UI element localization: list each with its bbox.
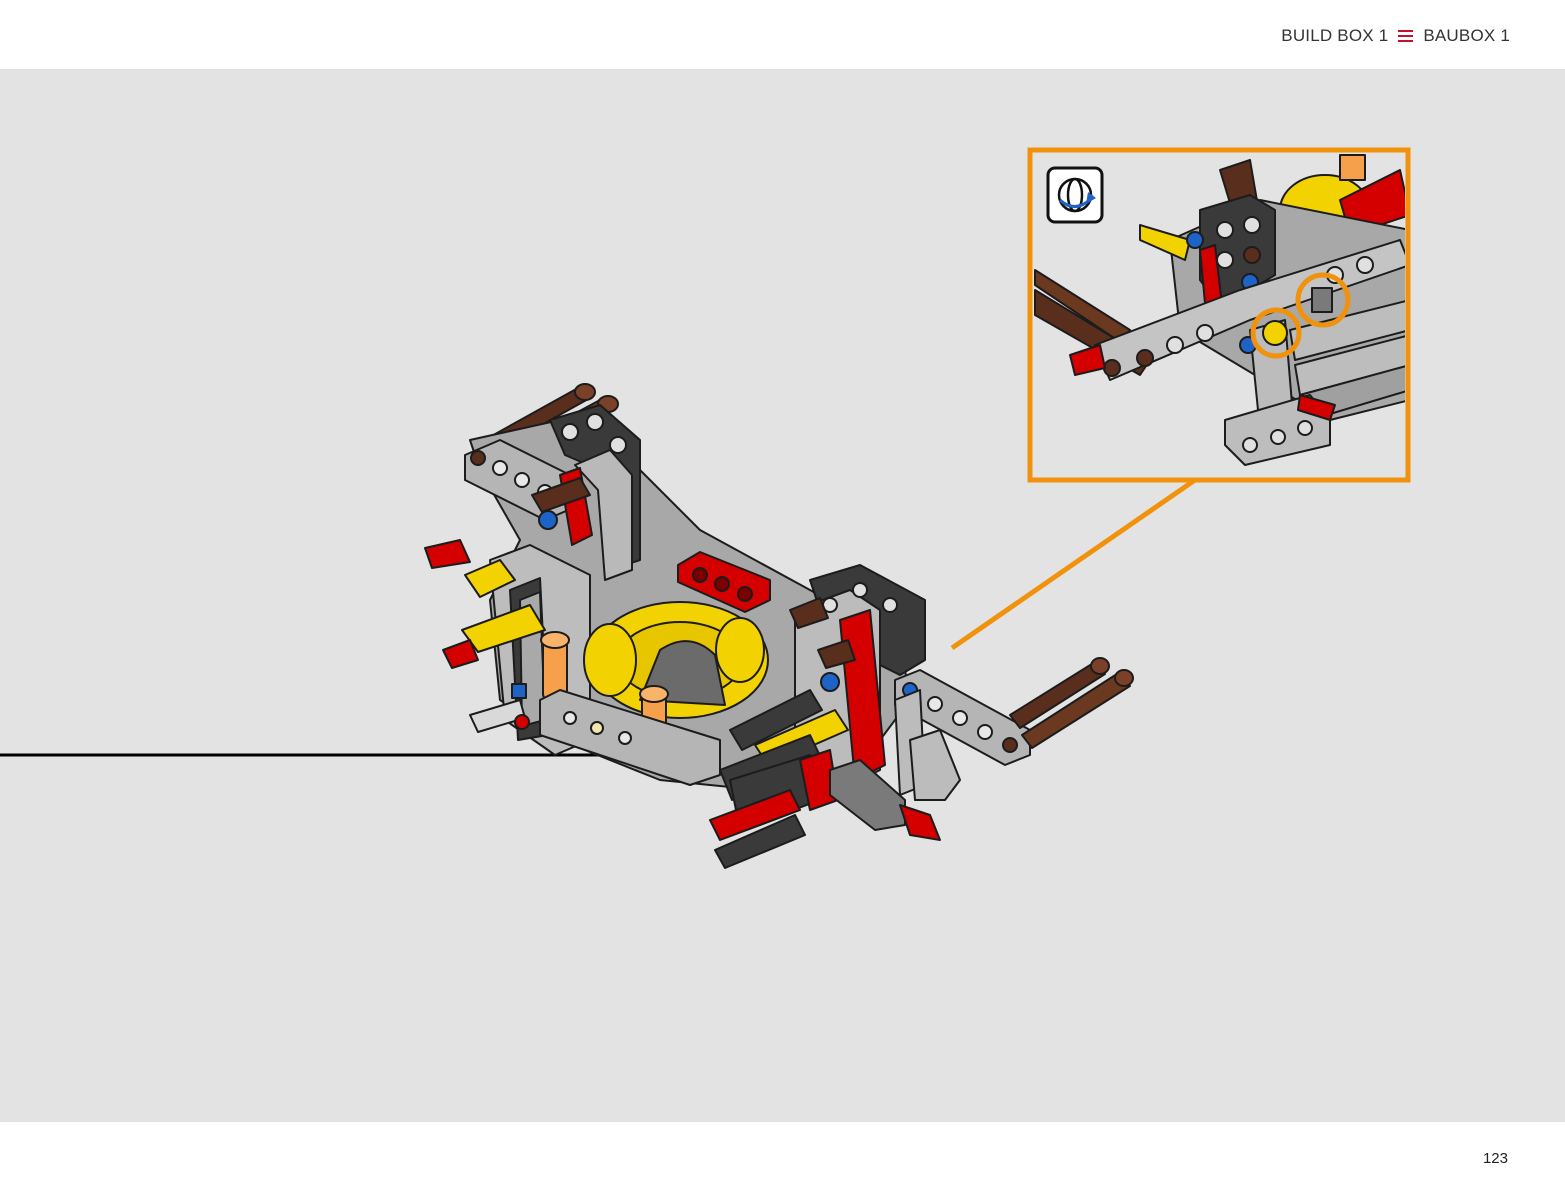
- highlight-circle: [1250, 307, 1302, 359]
- brown-axle-pegs: [531, 477, 856, 669]
- build-box-label: BUILD BOX 1 BAUBOX 1: [1281, 26, 1510, 46]
- build-box-en: BUILD BOX 1: [1281, 26, 1389, 45]
- callout-connector: [950, 477, 1197, 651]
- triple-bar-icon: [1398, 30, 1414, 42]
- model-assembly: [424, 383, 1134, 869]
- dark-arch: [549, 404, 641, 581]
- page-footer: 123: [0, 1122, 1565, 1191]
- build-step-illustration: [0, 147, 1411, 869]
- callout-detail-view: [1034, 154, 1405, 466]
- yellow-axles-left: [424, 539, 546, 669]
- blue-pin: [538, 510, 558, 530]
- red-liftarm: [677, 551, 771, 613]
- page-number: 123: [1482, 1150, 1508, 1167]
- page-header: BUILD BOX 1 BAUBOX 1: [0, 0, 1565, 69]
- bottom-liftarm: [539, 689, 721, 786]
- brown-axles-right: [1009, 657, 1134, 749]
- lower-front-parts: [709, 729, 961, 869]
- build-box-de: BAUBOX 1: [1423, 26, 1510, 45]
- instruction-stage: [0, 69, 1565, 1122]
- callout-box: [1027, 147, 1411, 483]
- rotate-model-icon: [1046, 166, 1104, 224]
- blue-pin: [820, 672, 840, 692]
- gray-pins-left: [469, 699, 530, 733]
- highlight-circle: [1295, 272, 1351, 328]
